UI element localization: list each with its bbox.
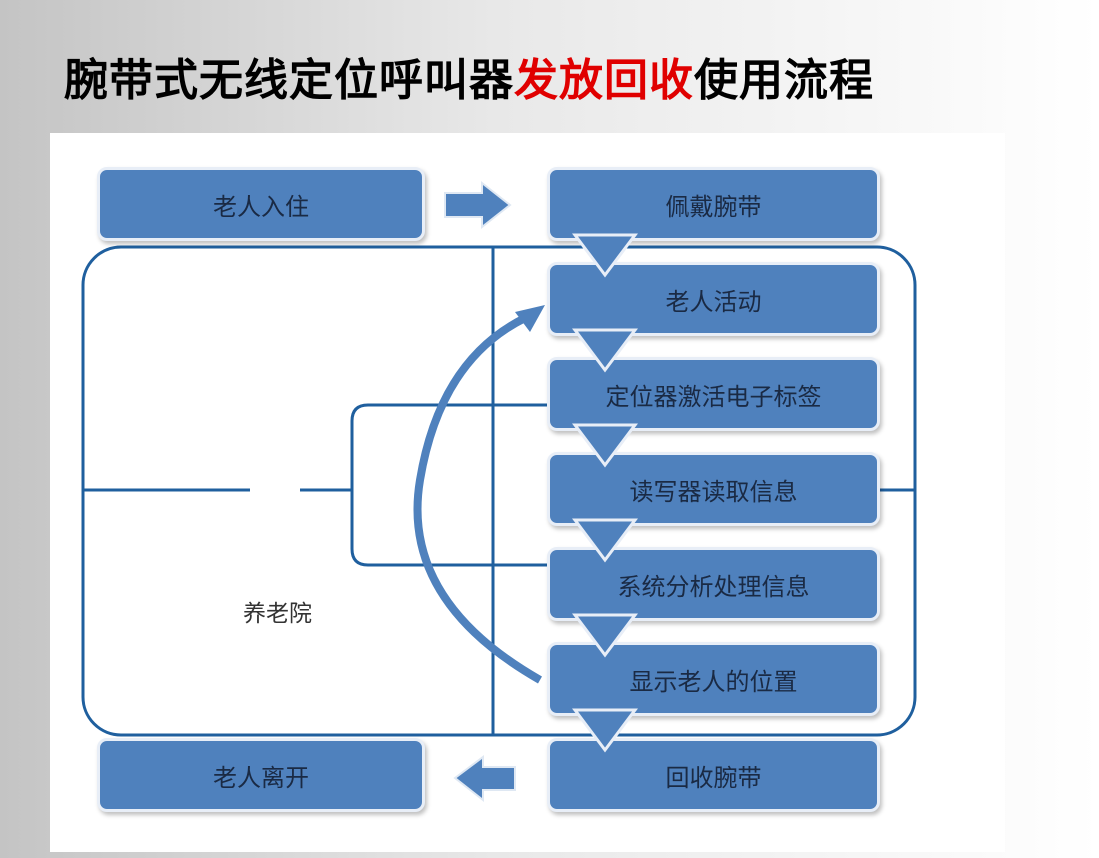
step-label: 老人离开 [213, 763, 309, 792]
step-show-location: 显示老人的位置 [547, 642, 880, 716]
step-analyze: 系统分析处理信息 [547, 547, 880, 621]
title-highlight: 发放回收 [514, 55, 694, 106]
step-label: 系统分析处理信息 [617, 572, 810, 601]
arrow-right-icon [444, 180, 512, 230]
step-leave: 老人离开 [97, 738, 425, 812]
down-arrow-icon [572, 233, 638, 278]
step-label: 老人入住 [213, 192, 309, 221]
loop-arrow [413, 314, 542, 684]
step-label: 读写器读取信息 [629, 477, 798, 506]
loop-arrow-head [515, 305, 545, 332]
step-label: 佩戴腕带 [665, 192, 762, 221]
title-text-end: 使用流程 [694, 55, 874, 106]
slide-title: 腕带式无线定位呼叫器发放回收使用流程 [64, 44, 874, 108]
step-label: 定位器激活电子标签 [605, 382, 822, 411]
step-label: 显示老人的位置 [629, 667, 798, 696]
down-arrow-icon [572, 613, 638, 658]
down-arrow-icon [572, 423, 638, 468]
step-wear-band: 佩戴腕带 [547, 167, 880, 241]
step-label: 老人活动 [665, 287, 762, 316]
title-text: 腕带式无线定位呼叫器 [64, 55, 514, 106]
arrow-left-icon [453, 755, 516, 803]
down-arrow-icon [572, 518, 638, 563]
step-recycle-band: 回收腕带 [547, 738, 880, 812]
step-label: 回收腕带 [665, 763, 762, 792]
inner-bracket [350, 403, 547, 567]
down-arrow-icon [572, 708, 638, 753]
down-arrow-icon [572, 328, 638, 373]
step-activity: 老人活动 [547, 262, 880, 336]
nursing-home-label: 养老院 [243, 601, 312, 627]
step-check-in: 老人入住 [97, 167, 425, 241]
step-read-info: 读写器读取信息 [547, 452, 880, 526]
step-activate-tag: 定位器激活电子标签 [547, 357, 880, 431]
